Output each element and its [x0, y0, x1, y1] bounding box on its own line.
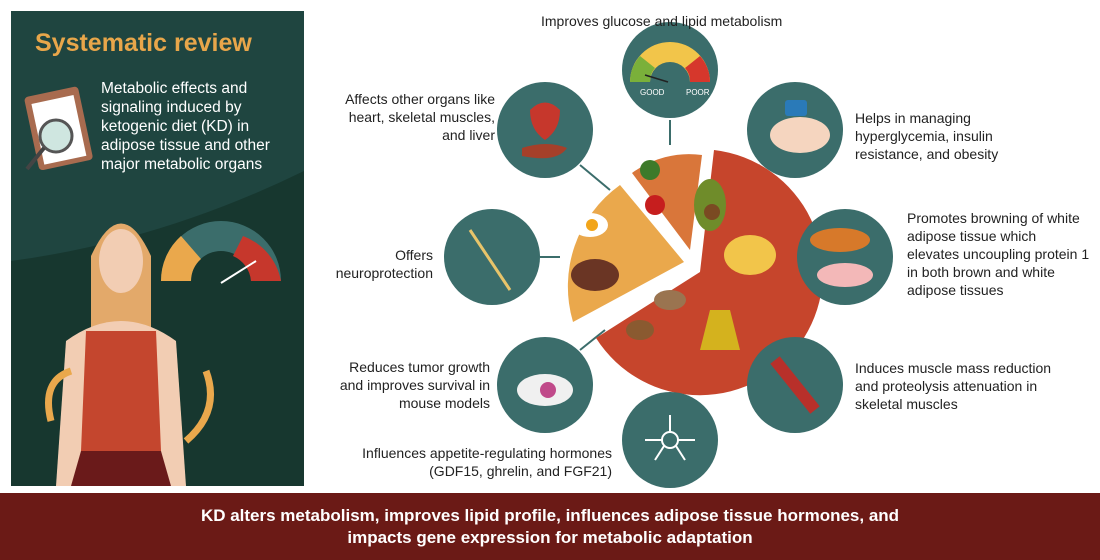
effect-label-hormones: Influences appetite-regulating hormones … — [362, 445, 612, 479]
background-gauge-icon — [160, 221, 281, 284]
fat-cells-icon — [810, 228, 873, 287]
avocado-icon — [694, 179, 726, 231]
conclusion-text: KD alters metabolism, improves lipid pro… — [200, 505, 900, 547]
woman-figure — [56, 223, 186, 486]
neuron-axon-icon — [468, 229, 512, 291]
woman-illustration — [11, 86, 304, 486]
steak-icon — [571, 259, 619, 291]
liver-icon — [522, 144, 567, 159]
summary-panel: Systematic review Metabolic effects and … — [11, 11, 304, 486]
hand-meter-icon — [770, 100, 830, 153]
gauge-dial-icon — [630, 42, 710, 83]
effect-label-browning: Promotes browning of white adipose tissu… — [907, 210, 1090, 298]
gauge-poor-label: POOR — [686, 88, 710, 97]
conclusion-banner: KD alters metabolism, improves lipid pro… — [0, 493, 1100, 560]
egg-icon — [572, 213, 608, 237]
panel-subtitle: Metabolic effects and signaling induced … — [101, 80, 270, 173]
muscle-fiber-icon — [770, 356, 820, 414]
keto-pie — [567, 150, 823, 396]
network-icon — [622, 392, 718, 488]
effect-icon-details: GOOD POOR — [468, 42, 873, 461]
clipboard-icon — [24, 86, 93, 171]
mouse-tumor-icon — [517, 374, 573, 406]
cheese-icon — [724, 235, 776, 275]
gauge-good-label: GOOD — [640, 88, 665, 97]
nuts-icon — [626, 290, 686, 340]
effect-label-muscle: Induces muscle mass reduction and proteo… — [855, 360, 1052, 412]
hormone-network-icon — [645, 415, 695, 461]
oil-bottle-icon — [700, 310, 740, 350]
effect-label-tumor: Reduces tumor growth and improves surviv… — [339, 359, 490, 411]
cycle-arrows-icon — [45, 367, 214, 444]
effect-label-organs: Affects other organs like heart, skeleta… — [345, 91, 495, 143]
heart-icon — [530, 102, 560, 140]
effect-label-hyperglycemia: Helps in managing hyperglycemia, insulin… — [855, 110, 999, 162]
neuron-icon — [444, 209, 540, 305]
adipose-tissue-icon — [797, 209, 893, 305]
effect-label-metabolism: Improves glucose and lipid metabolism — [541, 13, 783, 29]
panel-title: Systematic review — [35, 29, 252, 57]
broccoli-icon — [640, 160, 660, 180]
effect-label-neuroprotection: Offers neuroprotection — [335, 247, 433, 281]
gauge-icon — [622, 22, 718, 118]
apple-icon — [645, 195, 665, 215]
diagram: GOOD POOR — [444, 22, 893, 488]
